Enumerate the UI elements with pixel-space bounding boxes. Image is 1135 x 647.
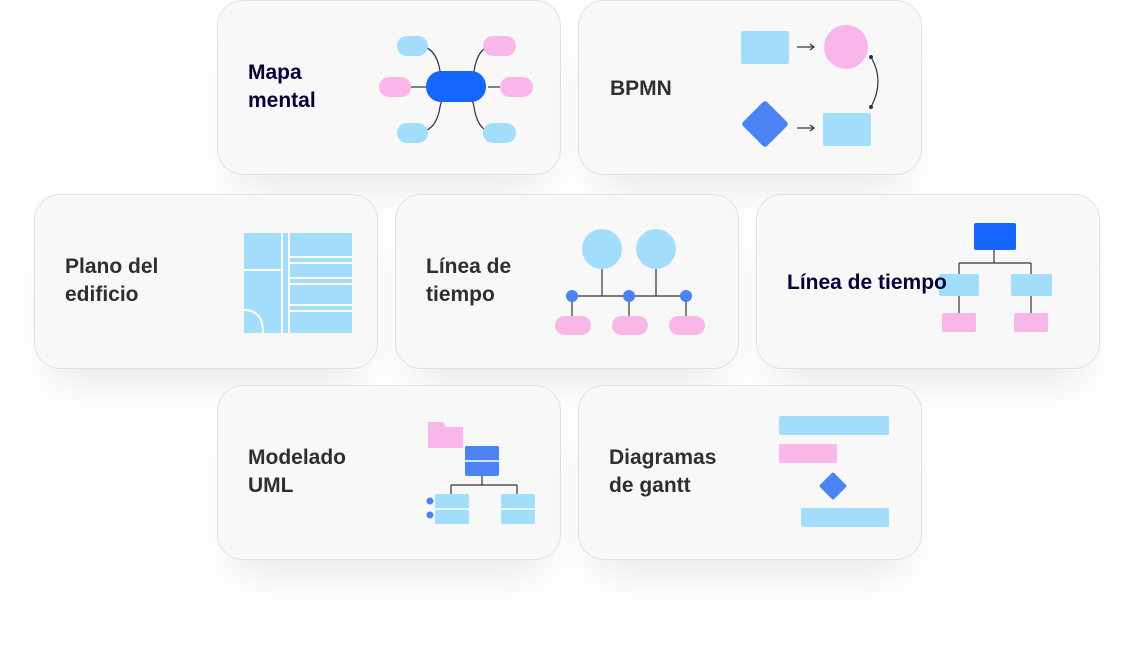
card-label: Línea de tiempo bbox=[787, 271, 947, 294]
card-mind-map[interactable]: Mapa mental bbox=[217, 0, 561, 175]
card-floor-plan[interactable]: Plano del edificio bbox=[34, 194, 378, 369]
timeline-icon bbox=[555, 229, 705, 335]
uml-icon bbox=[426, 422, 535, 524]
card-label: Mapa mental bbox=[248, 61, 316, 112]
org-chart-icon bbox=[939, 223, 1052, 332]
card-label: Diagramas de gantt bbox=[609, 446, 717, 497]
floor-plan-icon bbox=[243, 233, 352, 334]
card-label: BPMN bbox=[610, 77, 672, 100]
card-timeline[interactable]: Línea de tiempo bbox=[395, 194, 739, 369]
card-uml[interactable]: Modelado UML bbox=[217, 385, 561, 560]
card-gantt[interactable]: Diagramas de gantt bbox=[578, 385, 922, 560]
mind-map-icon bbox=[379, 36, 533, 143]
card-bpmn[interactable]: BPMN bbox=[578, 0, 922, 175]
gantt-icon bbox=[779, 416, 889, 527]
card-label: Plano del edificio bbox=[65, 255, 159, 306]
bpmn-icon bbox=[741, 25, 879, 147]
card-label: Línea de tiempo bbox=[426, 255, 512, 306]
card-label: Modelado UML bbox=[248, 446, 346, 497]
card-org-chart[interactable]: Línea de tiempo bbox=[756, 194, 1100, 369]
